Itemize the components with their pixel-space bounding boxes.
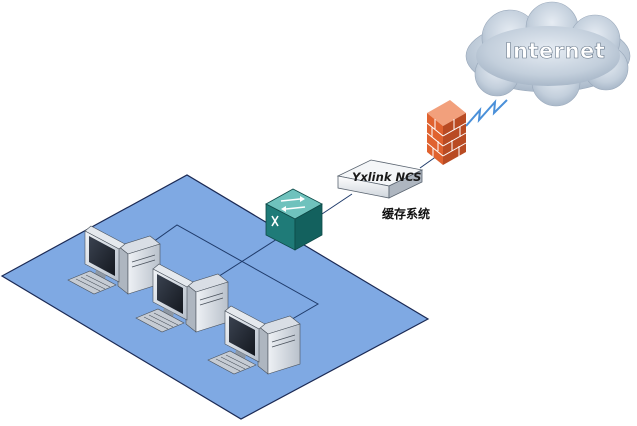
workstation-icon <box>135 263 229 333</box>
workstation-icon <box>207 305 301 375</box>
cache-device-caption: 缓存系统 <box>382 206 430 221</box>
workstation-icon <box>67 225 161 295</box>
cloud-icon <box>465 1 631 107</box>
switch-icon <box>265 188 323 251</box>
firewall-icon <box>426 100 467 165</box>
internet-label: Internet <box>505 39 606 63</box>
cache-device-label: Yxlink NCS <box>352 170 421 184</box>
lightning-link-icon <box>465 99 508 127</box>
server-appliance-icon <box>336 159 424 199</box>
